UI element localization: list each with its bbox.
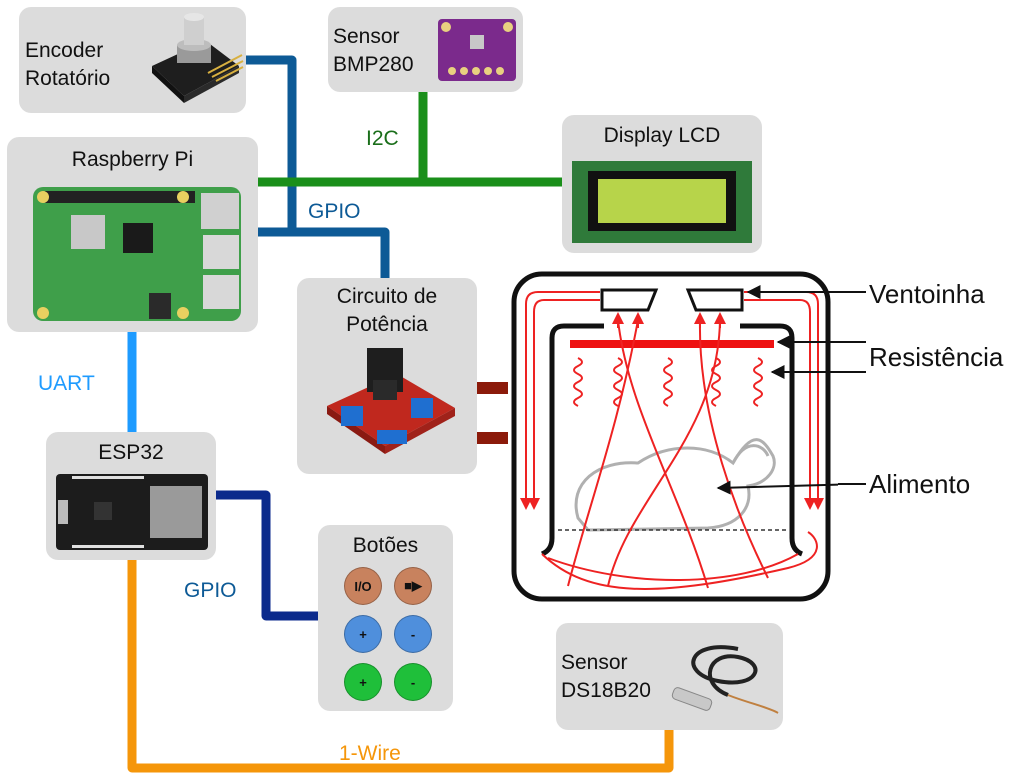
power-circuit-label-line2: Potência [346,313,428,336]
fan-right [685,288,744,312]
callout-connectors [838,291,866,485]
label-uart: UART [38,372,95,395]
wire-gpio-power [258,227,390,278]
lcd-box: Display LCD [562,115,762,253]
callout-pointer-food [716,480,838,495]
stop-play-button[interactable]: ■▶ [394,567,432,605]
raspberry-pi-board-image [33,187,241,321]
motor-driver-board-image [327,348,455,454]
power-output-line-bottom [476,432,508,444]
ds18b20-label-line2: DS18B20 [561,679,651,702]
callout-heater: Resistência [869,342,1004,372]
ds18b20-probe-image [671,645,779,714]
oven-outer-wall [511,271,831,602]
label-gpio-esp: GPIO [184,579,237,602]
bmp280-board-image [438,19,516,81]
esp32-box: ESP32 [46,432,216,560]
buttons-box: Botões I/O ■▶ + - + - [318,525,453,711]
bmp280-box: Sensor BMP280 [328,7,523,92]
bmp280-label-line1: Sensor [333,25,400,48]
ds18b20-box: Sensor DS18B20 [556,623,783,730]
lcd-label: Display LCD [603,124,721,147]
rotary-encoder-image [152,13,244,103]
label-gpio-rpi: GPIO [308,200,361,223]
ds18b20-label-line1: Sensor [561,651,628,674]
callout-fan: Ventoinha [869,279,985,309]
raspberry-pi-box: Raspberry Pi [7,137,258,332]
bmp280-label-line2: BMP280 [333,53,414,76]
airflow-arrows [520,291,824,590]
callout-food: Alimento [869,469,971,499]
oven-schematic [511,271,838,602]
green-plus-button[interactable]: + [344,663,382,701]
label-onewire: 1-Wire [339,742,401,765]
esp32-label: ESP32 [98,441,164,464]
wire-gpio-buttons [215,490,318,621]
power-circuit-box: Circuito de Potência [297,278,477,474]
fan-left [600,288,659,312]
buttons-label: Botões [352,534,419,557]
esp32-board-image [56,474,208,550]
power-circuit-label-line1: Circuito de [336,285,438,308]
oven-inner-wall-right [740,323,804,557]
power-toggle-button[interactable]: I/O [344,567,382,605]
food-chicken-outline [574,438,776,532]
encoder-label-line1: Encoder [25,39,104,62]
label-i2c: I2C [366,127,399,150]
green-minus-button[interactable]: - [394,663,432,701]
power-output-line-top [476,382,508,394]
lcd-display-image [572,161,752,243]
encoder-box: Encoder Rotatório [19,7,246,113]
blue-plus-button[interactable]: + [344,615,382,653]
oven-inner-wall-left [540,323,604,557]
wire-onewire [127,560,674,773]
blue-minus-button[interactable]: - [394,615,432,653]
raspberry-pi-label: Raspberry Pi [71,148,194,171]
encoder-label-line2: Rotatório [25,67,111,90]
